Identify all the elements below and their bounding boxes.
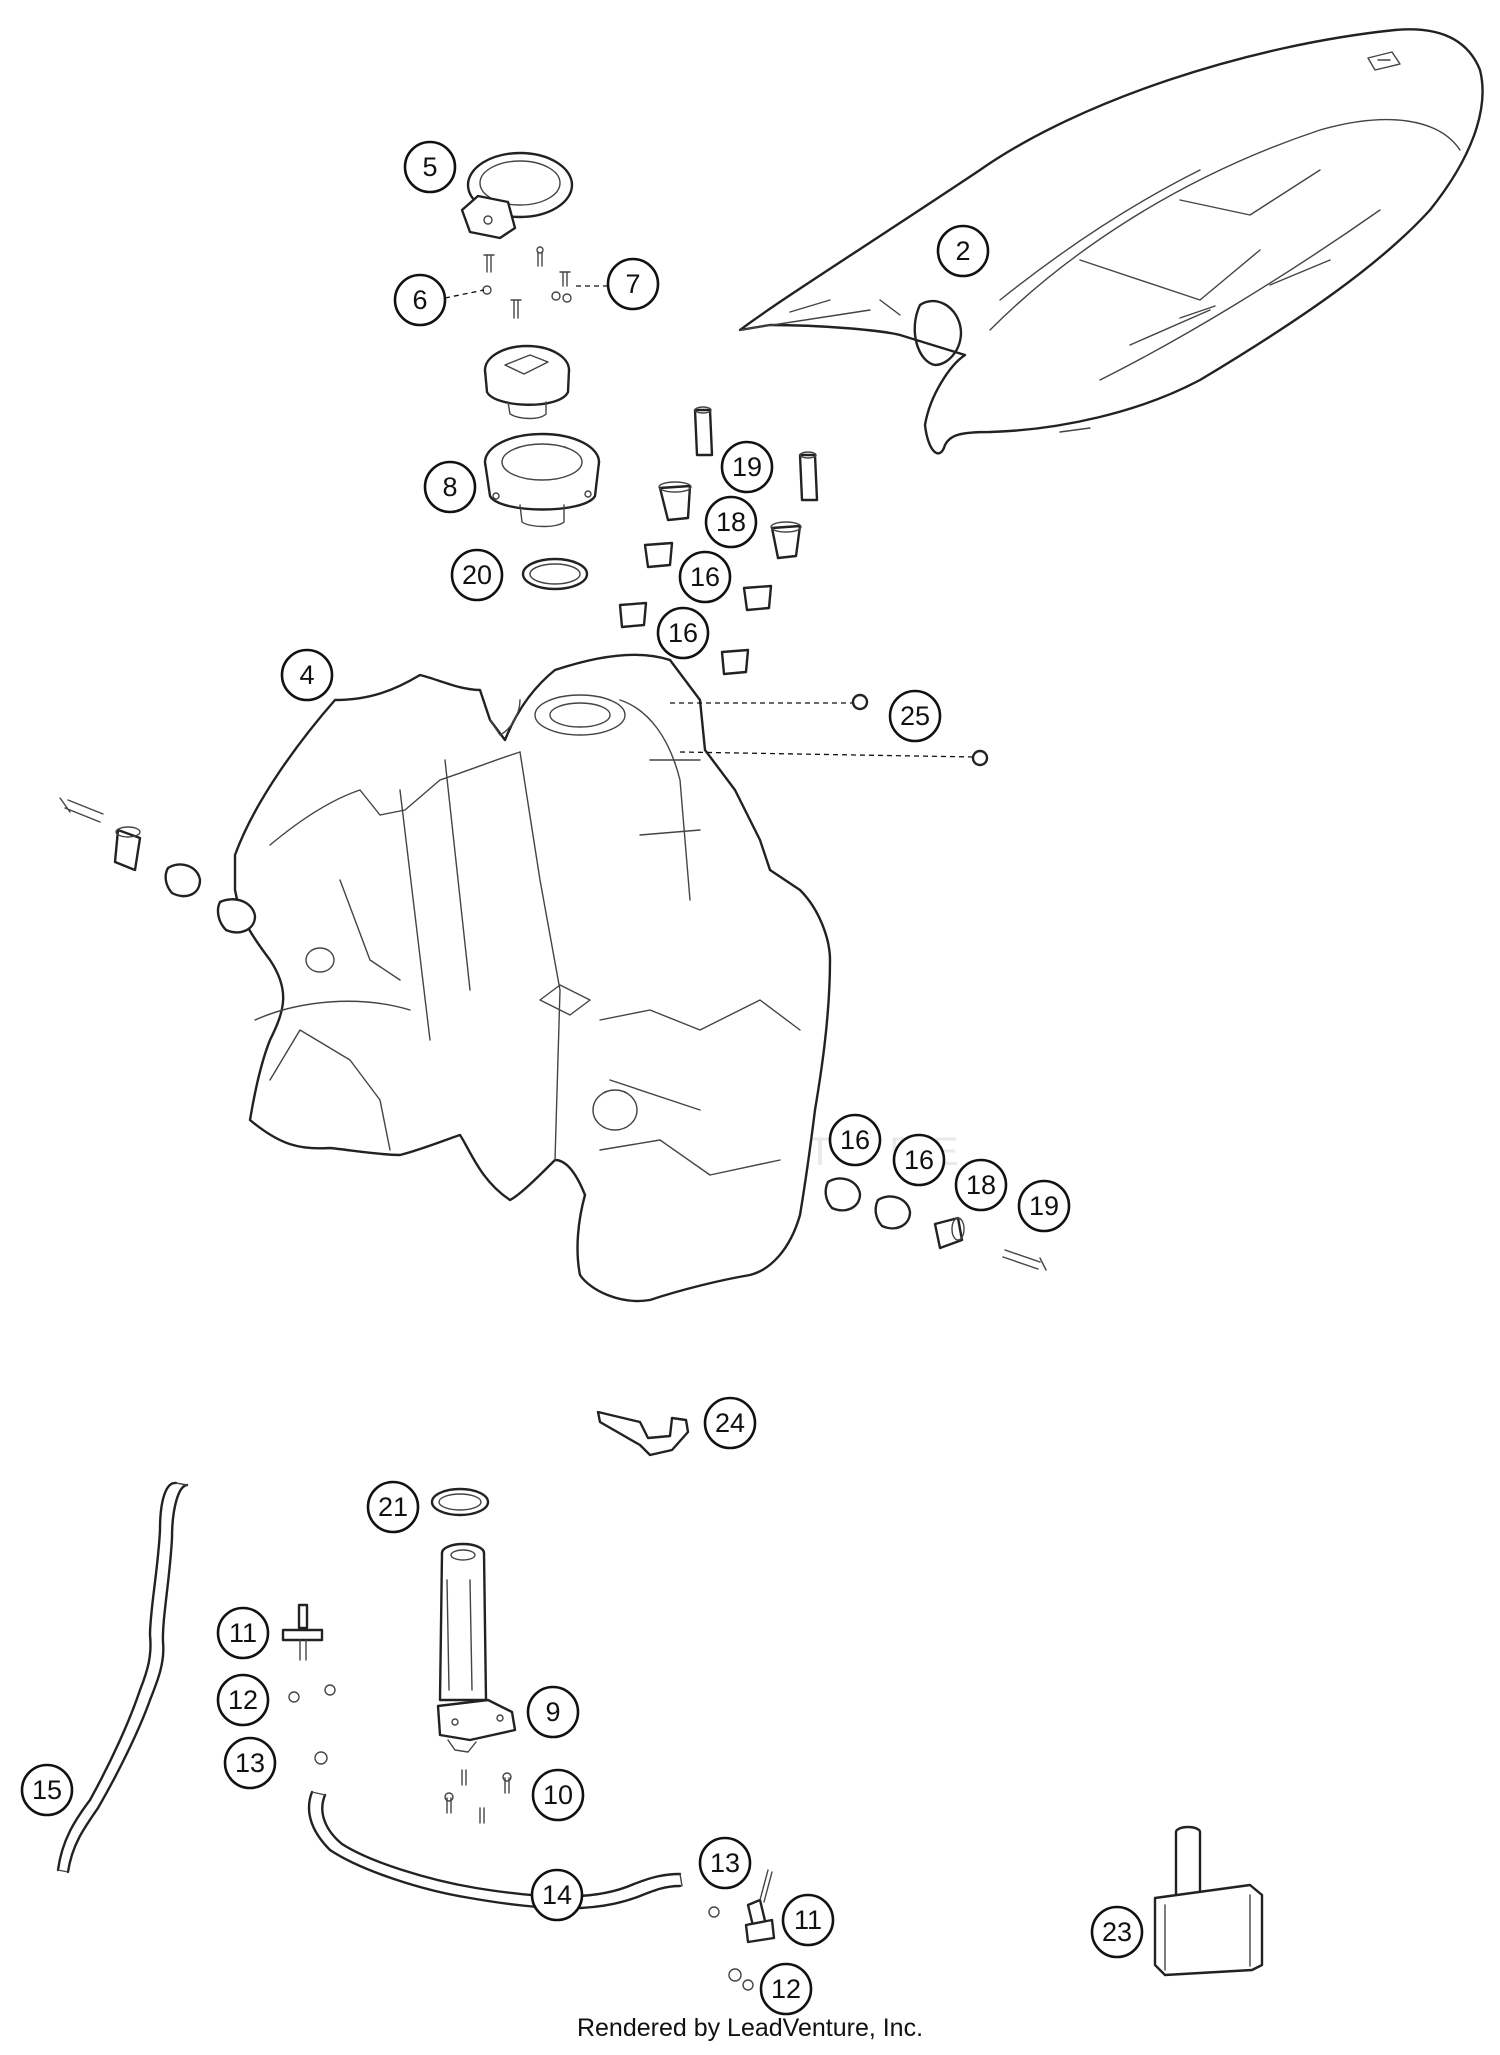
svg-text:12: 12 — [771, 1974, 801, 2004]
callout-24: 24 — [703, 1396, 757, 1450]
callout-5: 5 — [403, 140, 457, 194]
left-mounting-hardware — [59, 797, 257, 934]
svg-text:19: 19 — [1029, 1191, 1059, 1221]
callout-7: 7 — [606, 257, 660, 311]
callout-15: 15 — [20, 1763, 74, 1817]
callout-8: 8 — [423, 460, 477, 514]
bolt-set-6-7 — [482, 246, 572, 319]
svg-text:19: 19 — [732, 452, 762, 482]
upper-mounting-hardware — [618, 406, 819, 676]
svg-text:24: 24 — [715, 1408, 745, 1438]
fuel-fitting-right — [708, 1869, 776, 1991]
o-ring-21 — [430, 1487, 490, 1517]
svg-text:13: 13 — [235, 1748, 265, 1778]
callout-6: 6 — [393, 273, 447, 327]
svg-text:2: 2 — [955, 236, 970, 266]
svg-text:21: 21 — [378, 1492, 408, 1522]
svg-text:16: 16 — [668, 618, 698, 648]
svg-text:4: 4 — [299, 660, 314, 690]
svg-text:6: 6 — [412, 285, 427, 315]
callout-14: 14 — [530, 1868, 584, 1922]
svg-text:23: 23 — [1102, 1917, 1132, 1947]
seat-part — [738, 28, 1484, 455]
callout-10: 10 — [531, 1768, 585, 1822]
svg-text:9: 9 — [545, 1697, 560, 1727]
callout-25: 25 — [888, 689, 942, 743]
bracket-24 — [596, 1410, 690, 1457]
callout-13-right: 13 — [698, 1836, 752, 1890]
fuel-pump-9 — [436, 1542, 517, 1753]
callout-20: 20 — [450, 548, 504, 602]
svg-text:15: 15 — [32, 1775, 62, 1805]
fuel-cap — [483, 344, 571, 420]
svg-text:18: 18 — [966, 1170, 996, 1200]
callout-12-left: 12 — [216, 1673, 270, 1727]
callout-9: 9 — [526, 1685, 580, 1739]
seal-ring — [521, 557, 589, 591]
callout-16-lower-b: 16 — [892, 1133, 946, 1187]
callout-16-upper-a: 16 — [678, 550, 732, 604]
fuel-tank-part — [233, 653, 832, 1303]
callout-21: 21 — [366, 1480, 420, 1534]
svg-text:13: 13 — [710, 1848, 740, 1878]
tank-ring-bracket — [460, 151, 574, 240]
callout-2: 2 — [936, 224, 990, 278]
filler-neck-part — [483, 432, 601, 528]
svg-text:25: 25 — [900, 701, 930, 731]
pump-screws-10 — [444, 1769, 512, 1824]
svg-text:16: 16 — [690, 562, 720, 592]
svg-text:16: 16 — [840, 1125, 870, 1155]
footer-credit: Rendered by LeadVenture, Inc. — [576, 2014, 924, 2042]
svg-text:16: 16 — [904, 1145, 934, 1175]
callout-18-upper: 18 — [704, 495, 758, 549]
svg-text:7: 7 — [625, 269, 640, 299]
hose-15 — [56, 1481, 189, 1874]
callout-16-lower-a: 16 — [828, 1113, 882, 1167]
svg-text:10: 10 — [543, 1780, 573, 1810]
svg-text:14: 14 — [542, 1880, 572, 1910]
svg-text:11: 11 — [794, 1905, 822, 1935]
callout-12-right: 12 — [759, 1962, 813, 2016]
fuel-filter-23 — [1153, 1825, 1264, 1977]
callout-11-left: 11 — [216, 1606, 270, 1660]
hose-14 — [307, 1790, 683, 1910]
svg-text:11: 11 — [229, 1618, 257, 1648]
svg-text:20: 20 — [462, 560, 492, 590]
right-mounting-hardware — [824, 1177, 1047, 1271]
callout-23: 23 — [1090, 1905, 1144, 1959]
callout-18-lower: 18 — [954, 1158, 1008, 1212]
callout-16-upper-b: 16 — [656, 606, 710, 660]
callout-19-lower: 19 — [1017, 1179, 1071, 1233]
callout-4: 4 — [280, 648, 334, 702]
svg-text:12: 12 — [228, 1685, 258, 1715]
callout-19-upper: 19 — [720, 440, 774, 494]
tank-bolts-25 — [670, 693, 989, 767]
callout-11-right: 11 — [781, 1893, 835, 1947]
svg-text:5: 5 — [422, 152, 437, 182]
svg-text:18: 18 — [716, 507, 746, 537]
callout-13-left: 13 — [223, 1736, 277, 1790]
svg-text:8: 8 — [442, 472, 457, 502]
fuel-fitting-left — [281, 1603, 336, 1765]
